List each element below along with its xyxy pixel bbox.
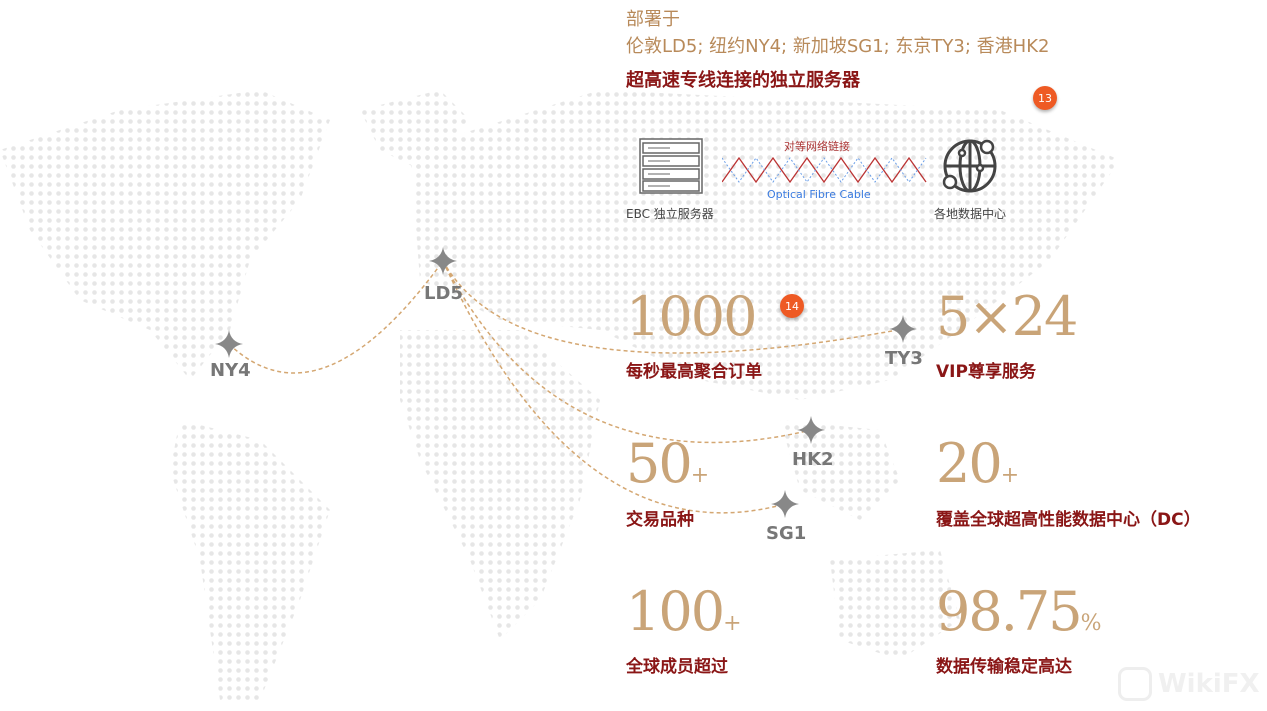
badge-14[interactable]: 14 <box>780 294 804 318</box>
wikifx-watermark: WikiFX <box>1118 667 1260 701</box>
stat-products-value: 50+ <box>626 432 710 495</box>
server-label: EBC 独立服务器 <box>626 207 714 221</box>
datacenter-label: 各地数据中心 <box>934 207 1007 221</box>
tagline: 超高速专线连接的独立服务器 <box>626 70 860 91</box>
wikifx-logo-icon <box>1118 667 1152 701</box>
stat-stability-value: 98.75% <box>936 580 1102 643</box>
city-label-ty3: TY3 <box>885 348 923 369</box>
fibre-cable-icon <box>722 156 927 184</box>
deployed-heading: 部署于 <box>626 9 680 30</box>
star-marker-sg1 <box>771 490 799 518</box>
globe-network-icon <box>942 139 997 193</box>
city-label-ny4: NY4 <box>210 360 251 381</box>
stat-vip-label: VIP尊享服务 <box>936 362 1036 382</box>
star-marker-ny4 <box>215 330 243 358</box>
city-label-sg1: SG1 <box>766 523 807 544</box>
star-marker-ty3 <box>889 315 917 343</box>
stat-vip-value: 5×24 <box>936 285 1078 348</box>
badge-13[interactable]: 13 <box>1033 86 1057 110</box>
city-label-hk2: HK2 <box>792 449 834 470</box>
stat-dc-value: 20+ <box>936 432 1020 495</box>
star-marker-hk2 <box>797 416 825 444</box>
stat-members-value: 100+ <box>626 580 742 643</box>
star-marker-ld5 <box>429 247 457 275</box>
stat-products-label: 交易品种 <box>626 510 694 530</box>
stat-members-label: 全球成员超过 <box>626 657 728 677</box>
stat-orders-value: 1000 <box>626 285 757 348</box>
stat-dc-label: 覆盖全球超高性能数据中心（DC） <box>936 510 1201 530</box>
peer-link-label: 对等网络链接 <box>784 140 850 153</box>
server-rack-icon <box>639 138 703 194</box>
stat-orders-label: 每秒最高聚合订单 <box>626 362 762 382</box>
city-label-ld5: LD5 <box>424 283 463 304</box>
stat-stability-label: 数据传输稳定高达 <box>936 657 1072 677</box>
cable-label: Optical Fibre Cable <box>767 188 871 201</box>
locations-list: 伦敦LD5; 纽约NY4; 新加坡SG1; 东京TY3; 香港HK2 <box>626 36 1050 57</box>
